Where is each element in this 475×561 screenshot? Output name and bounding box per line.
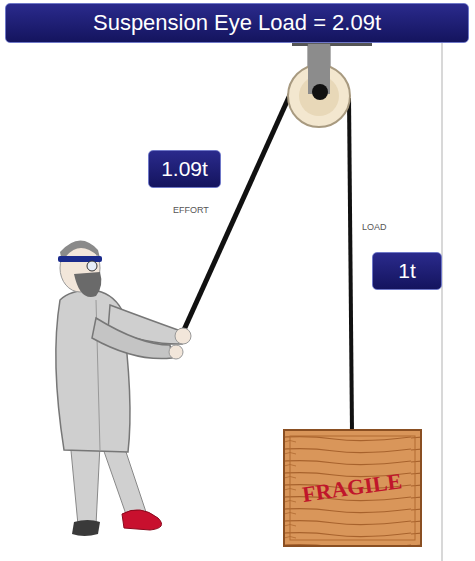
crate <box>284 430 421 546</box>
force-value: Suspension Eye Load = 2.09t <box>93 10 381 36</box>
wall-line <box>441 42 443 561</box>
crate-inner-frame <box>290 436 415 540</box>
pulley-axle <box>312 84 328 100</box>
force-value: 1.09t <box>161 157 208 181</box>
title-banner: Suspension Eye Load = 2.09t <box>5 3 469 43</box>
effort-label: EFFORT <box>173 205 209 215</box>
man-figure <box>56 240 191 536</box>
force-value: 1t <box>398 259 416 283</box>
force-value-box: 1.09t <box>148 150 221 188</box>
load-rope <box>349 98 352 432</box>
force-value-box: 1t <box>372 252 442 290</box>
load-label: LOAD <box>362 222 387 232</box>
